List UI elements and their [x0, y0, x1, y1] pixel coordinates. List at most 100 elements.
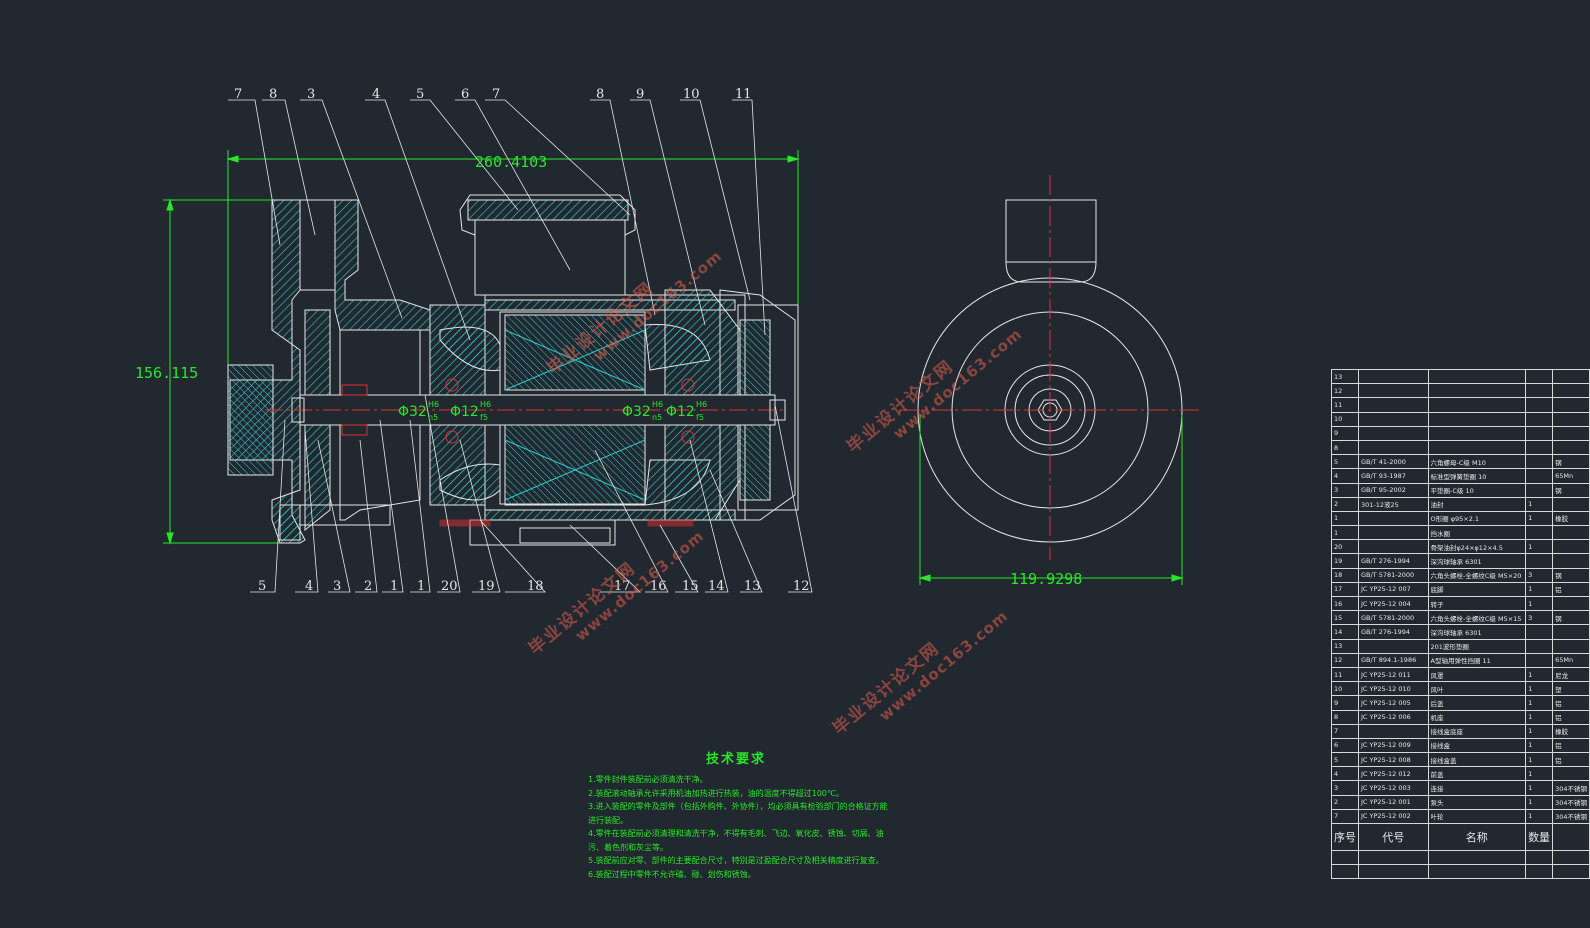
bom-cell-code: GB/T 95-2002 — [1358, 482, 1429, 498]
bom-cell-code — [1358, 638, 1429, 654]
bom-cell-index: 11 — [1331, 397, 1359, 413]
bom-cell-index: 18 — [1331, 567, 1359, 583]
bom-cell-material: 铝 — [1552, 581, 1590, 598]
balloon-bottom-10: 17 — [614, 579, 631, 594]
bom-header-name: 名称 — [1427, 823, 1527, 851]
balloon-top-10: 10 — [683, 87, 700, 102]
bom-cell-index: 4 — [1331, 766, 1359, 782]
bom-row: 8 — [1331, 439, 1590, 456]
bom-cell-qty: 1 — [1525, 595, 1554, 612]
bom-cell-index: 4 — [1331, 468, 1359, 484]
bom-cell-index: 9 — [1331, 425, 1359, 441]
fit-phi32-right: Φ32 — [622, 404, 651, 420]
requirement-item: 2.装配滚动轴承允许采用机油加热进行热装，油的温度不得超过100℃。 — [588, 788, 844, 798]
bom-header-qty: 数量 — [1525, 823, 1554, 851]
bom-cell-qty — [1525, 425, 1554, 441]
bom-cell-qty — [1525, 368, 1554, 385]
bom-cell-code: GB/T 5781-2000 — [1358, 567, 1429, 583]
bom-cell-material: 304不锈钢 — [1552, 780, 1590, 796]
balloons-bottom: 5 4 3 2 1 1 20 19 18 17 16 15 14 13 12 — [258, 579, 810, 594]
fit-h6-right2: H6 — [696, 400, 707, 409]
bom-blank-row — [1331, 849, 1590, 866]
bom-cell-index: 8 — [1331, 709, 1359, 725]
bom-cell-code — [1358, 439, 1429, 456]
requirement-item: 1.零件封件装配前必须清洗干净。 — [588, 775, 708, 784]
balloon-top-6: 6 — [461, 87, 469, 102]
shaft — [265, 394, 786, 426]
bom-cell-name: 风叶 — [1427, 681, 1527, 697]
balloon-top-1: 7 — [234, 87, 242, 102]
bom-cell-index: 16 — [1331, 595, 1359, 612]
bom-cell-name — [1427, 397, 1527, 413]
technical-requirements: 技术要求 1.零件封件装配前必须清洗干净。 2.装配滚动轴承允许采用机油加热进行… — [588, 748, 888, 881]
bom-cell-name: O形圈 φ95×2.1 — [1427, 510, 1527, 527]
bom-cell-code — [1358, 510, 1429, 527]
bom-cell-qty — [1525, 454, 1554, 470]
bearings — [341, 378, 695, 527]
bom-cell-name — [1427, 383, 1527, 399]
bom-cell-material: 304不锈钢 — [1552, 794, 1590, 810]
fit-n5-right: n5 — [652, 413, 662, 422]
fit-phi12-left: Φ12 — [450, 404, 479, 420]
bom-cell-code — [1358, 368, 1429, 385]
bom-cell-qty: 1 — [1525, 539, 1554, 555]
balloon-top-3: 3 — [307, 87, 315, 102]
bom-cell-index: 5 — [1331, 454, 1359, 470]
bom-cell-name — [1427, 368, 1527, 385]
bom-row: 12 — [1331, 383, 1590, 399]
bom-cell-code: GB/T 93-1987 — [1358, 468, 1429, 484]
fit-f5-left: f5 — [480, 413, 488, 422]
bom-cell-material: 橡胶 — [1552, 510, 1590, 527]
bom-row: 9 — [1331, 425, 1590, 441]
bom-header-row: 序号 代号 名称 数量 — [1331, 823, 1590, 851]
bom-cell-material: 65Mn — [1552, 468, 1590, 484]
bom-cell-qty: 1 — [1525, 752, 1554, 768]
bom-cell-index: 11 — [1331, 666, 1359, 683]
bom-cell-index: 14 — [1331, 624, 1359, 640]
bom-cell-name: 油封 — [1427, 496, 1527, 512]
bom-cell-name: 风罩 — [1427, 666, 1527, 683]
bom-cell-name: 骨架油封φ24×φ12×4.5 — [1427, 539, 1527, 555]
bom-cell-name: 深沟球轴承 6301 — [1427, 553, 1527, 569]
balloon-top-8: 8 — [596, 87, 604, 102]
bom-cell-name: 挡水圈 — [1427, 525, 1527, 541]
balloon-bottom-13: 14 — [708, 579, 725, 594]
bom-cell-code: GB/T 894.1-1986 — [1358, 652, 1429, 668]
bom-cell-material: 304不锈钢 — [1552, 808, 1590, 825]
bom-cell-name: 201波形垫圈 — [1427, 638, 1527, 654]
bom-cell-name: 叶轮 — [1427, 808, 1527, 825]
bom-header-index: 序号 — [1331, 823, 1359, 851]
leader-lines — [228, 99, 813, 593]
bom-cell-name: 接线盒盖 — [1427, 752, 1527, 768]
bom-cell-name: 前盖 — [1427, 766, 1527, 782]
bom-cell-qty — [1525, 468, 1554, 484]
bom-cell-index: 7 — [1331, 808, 1359, 825]
bom-cell-code: JC YP25-12 001 — [1358, 794, 1429, 810]
bom-cell-qty — [1525, 411, 1554, 427]
bom-cell-name: 标准型弹簧垫圈 10 — [1427, 468, 1527, 484]
bom-cell-material: 钢 — [1552, 482, 1590, 498]
balloon-top-2: 8 — [269, 87, 277, 102]
bom-cell-name: 深沟球轴承 6301 — [1427, 624, 1527, 640]
balloon-bottom-5: 1 — [390, 579, 398, 594]
bom-cell-qty: 3 — [1525, 610, 1554, 626]
bom-cell-index: 3 — [1331, 780, 1359, 796]
bom-cell-index: 8 — [1331, 439, 1359, 456]
end-view — [900, 175, 1200, 585]
bom-cell-index: 20 — [1331, 539, 1359, 555]
bom-cell-index: 10 — [1331, 681, 1359, 697]
bom-cell-qty — [1525, 525, 1554, 541]
fit-n5-left: n5 — [428, 413, 438, 422]
bom-cell-name: 平垫圈-C级 10 — [1427, 482, 1527, 498]
